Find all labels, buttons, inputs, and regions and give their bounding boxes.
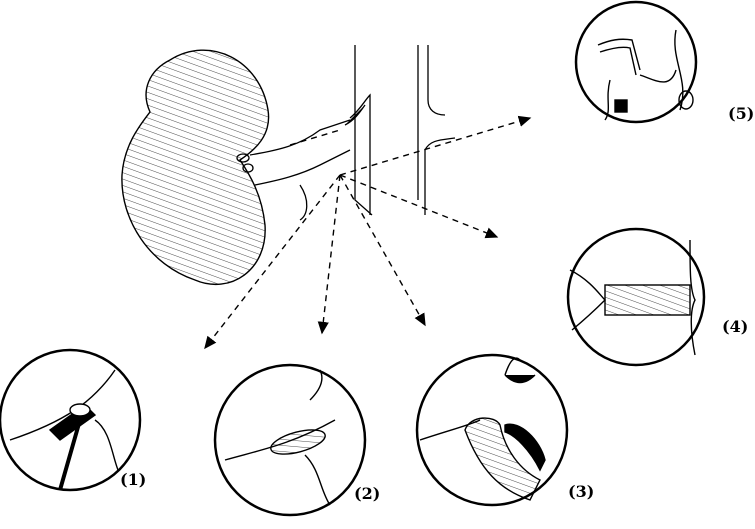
panel-5-circle (574, 0, 698, 124)
arrow-to-panel-1 (204, 174, 341, 350)
arrow-to-panel-2 (317, 174, 341, 335)
panel-1-label: (1) (120, 470, 147, 489)
panel-1-circle (0, 348, 142, 492)
panel-2-circle (213, 363, 367, 517)
panel-5-label: (5) (728, 104, 755, 123)
dashed-arrows (204, 115, 532, 350)
renal-vessels (236, 45, 456, 221)
arrow-to-panel-3 (339, 174, 426, 327)
kidney (121, 49, 270, 285)
panel-4-circle (566, 227, 706, 367)
arrow-to-panel-5 (339, 115, 532, 176)
panel-3-circle (415, 353, 569, 507)
panel-2-label: (2) (354, 484, 381, 503)
panel-4-label: (4) (722, 317, 749, 336)
panel-3-label: (3) (568, 482, 595, 501)
